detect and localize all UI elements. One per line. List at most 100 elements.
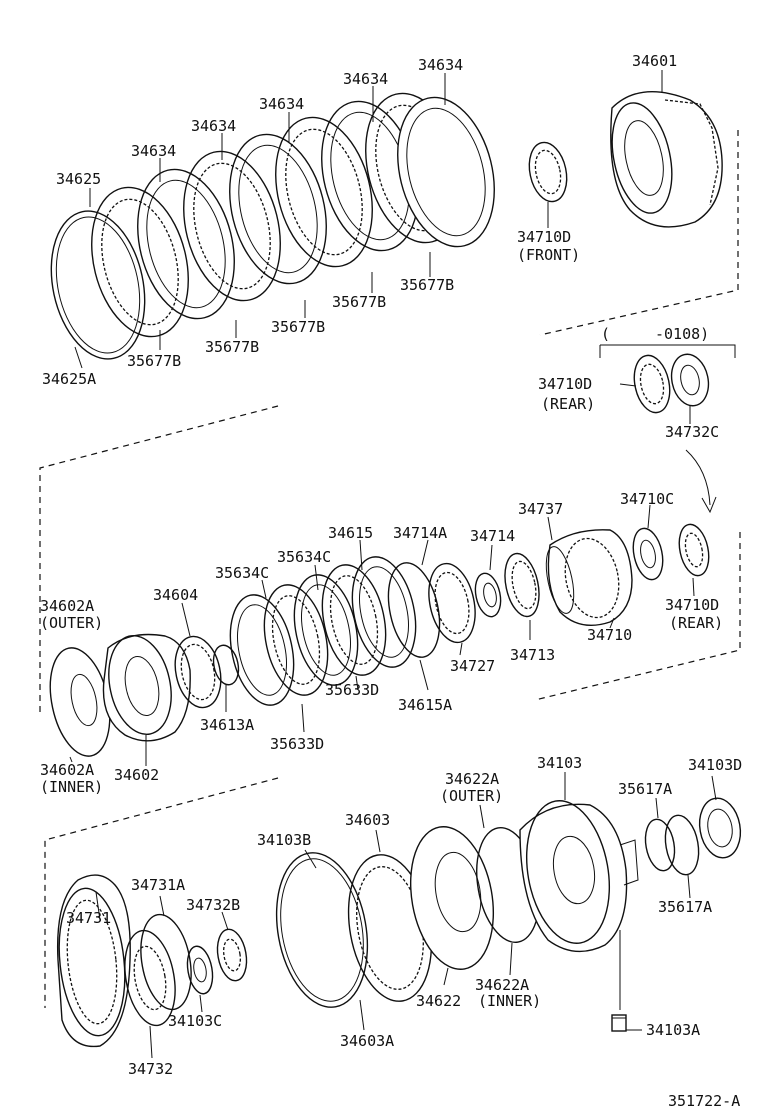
part-34714 <box>474 572 502 618</box>
leader-lines <box>69 70 717 1059</box>
part-34727 <box>428 562 476 644</box>
label-35634C-2: 35634C <box>215 564 269 582</box>
bearing-34732B <box>216 928 248 982</box>
label-rear-2: (REAR) <box>669 614 723 632</box>
label-34634-b: 34634 <box>418 56 463 74</box>
label-34727: 34727 <box>450 657 495 675</box>
label-range-open: ( <box>601 325 610 343</box>
label-rear-1: (REAR) <box>541 395 595 413</box>
label-34103C: 34103C <box>168 1012 222 1030</box>
snap-ring-34625A <box>50 210 146 360</box>
label-34731A: 34731A <box>131 876 185 894</box>
label-34710C: 34710C <box>620 490 674 508</box>
spring-34604 <box>174 635 222 709</box>
label-34103: 34103 <box>537 754 582 772</box>
part-34713 <box>504 552 540 618</box>
label-34604: 34604 <box>153 586 198 604</box>
top-clutch-pack <box>50 90 723 360</box>
label-34732B: 34732B <box>186 896 240 914</box>
label-34737: 34737 <box>518 500 563 518</box>
thrust-bearing-34710D-front <box>528 141 568 203</box>
label-34602A-outer: 34602A <box>40 597 94 615</box>
label-35677B-2: 35677B <box>205 338 259 356</box>
label-inner-2: (INNER) <box>478 992 541 1010</box>
label-inner-1: (INNER) <box>40 778 103 796</box>
thrust-bearing-34710D-rear-2 <box>678 523 710 577</box>
label-35677B-5: 35677B <box>400 276 454 294</box>
label-34602: 34602 <box>114 766 159 784</box>
bolt-34103A <box>611 930 627 1032</box>
label-34602A-inner: 34602A <box>40 761 94 779</box>
label-34625A: 34625A <box>42 370 96 388</box>
label-34710: 34710 <box>587 626 632 644</box>
label-34622A-inner: 34622A <box>475 976 529 994</box>
label-34603: 34603 <box>345 811 390 829</box>
label-34634-e: 34634 <box>131 142 176 160</box>
housing-34103 <box>519 800 639 953</box>
clutch-plate-1 <box>91 186 189 338</box>
label-35677B-4: 35677B <box>332 293 386 311</box>
label-34634-d: 34634 <box>191 117 236 135</box>
label-34103B: 34103B <box>257 831 311 849</box>
label-front: (FRONT) <box>517 246 580 264</box>
label-34710D-front: 34710D <box>517 228 571 246</box>
clutch-plate-m5 <box>351 556 417 668</box>
flow-arrow <box>685 449 717 514</box>
label-outer-1: (OUTER) <box>40 614 103 632</box>
snap-ring-34613A <box>212 644 240 686</box>
drum-34601 <box>610 90 723 228</box>
label-34615: 34615 <box>328 524 373 542</box>
label-35677B-3: 35677B <box>271 318 325 336</box>
label-34714A: 34714A <box>393 524 447 542</box>
bottom-assembly <box>56 797 742 1048</box>
label-34622A-outer: 34622A <box>445 770 499 788</box>
label-34625: 34625 <box>56 170 101 188</box>
middle-assembly <box>49 523 710 757</box>
label-34103D: 34103D <box>688 756 742 774</box>
washer-34732C <box>670 353 710 407</box>
label-34622: 34622 <box>416 992 461 1010</box>
label-34732: 34732 <box>128 1060 173 1078</box>
washer-34103D <box>698 797 742 859</box>
gear-34732 <box>124 929 176 1027</box>
drum-34731 <box>56 874 131 1048</box>
label-35617A-2: 35617A <box>658 898 712 916</box>
washer-34103C <box>186 945 214 995</box>
label-34615A: 34615A <box>398 696 452 714</box>
label-34613A: 34613A <box>200 716 254 734</box>
part-34622 <box>409 826 495 970</box>
ring-35617A-2 <box>664 814 700 876</box>
label-35633D-2: 35633D <box>270 735 324 753</box>
clutch-plate-m4 <box>321 564 387 676</box>
snap-ring-34731A <box>140 913 192 1011</box>
range-bracket <box>599 344 736 358</box>
diagram-id: 351722-A <box>668 1092 740 1110</box>
part-labels: 34634 34634 34634 34634 34634 34625 3462… <box>40 52 742 1110</box>
label-outer-2: (OUTER) <box>440 787 503 805</box>
snap-ring-34615A <box>387 562 441 658</box>
carrier-34710 <box>545 529 633 626</box>
section-boundaries <box>39 130 741 1008</box>
clutch-plate-3 <box>183 150 281 302</box>
label-34634-a: 34634 <box>343 70 388 88</box>
label-34731: 34731 <box>66 909 111 927</box>
label-35677B-1: 35677B <box>127 352 181 370</box>
label-34603A: 34603A <box>340 1032 394 1050</box>
label-34601: 34601 <box>632 52 677 70</box>
label-34732C: 34732C <box>665 423 719 441</box>
label-34103A: 34103A <box>646 1021 700 1039</box>
drum-34602 <box>102 633 191 742</box>
ring-35617A-1 <box>644 818 676 872</box>
clutch-plate-4 <box>229 133 327 285</box>
thrust-bearing-34710D-rear-1 <box>633 354 671 414</box>
clutch-plate-m2 <box>263 584 329 696</box>
label-34710D-rear-2: 34710D <box>665 596 719 614</box>
label-35633D-1: 35633D <box>325 681 379 699</box>
clutch-plate-m1 <box>229 594 295 706</box>
label-34710D-rear-1: 34710D <box>538 375 592 393</box>
clutch-plate-5 <box>275 116 373 268</box>
label-34713: 34713 <box>510 646 555 664</box>
label-34714: 34714 <box>470 527 515 545</box>
label-35617A-1: 35617A <box>618 780 672 798</box>
